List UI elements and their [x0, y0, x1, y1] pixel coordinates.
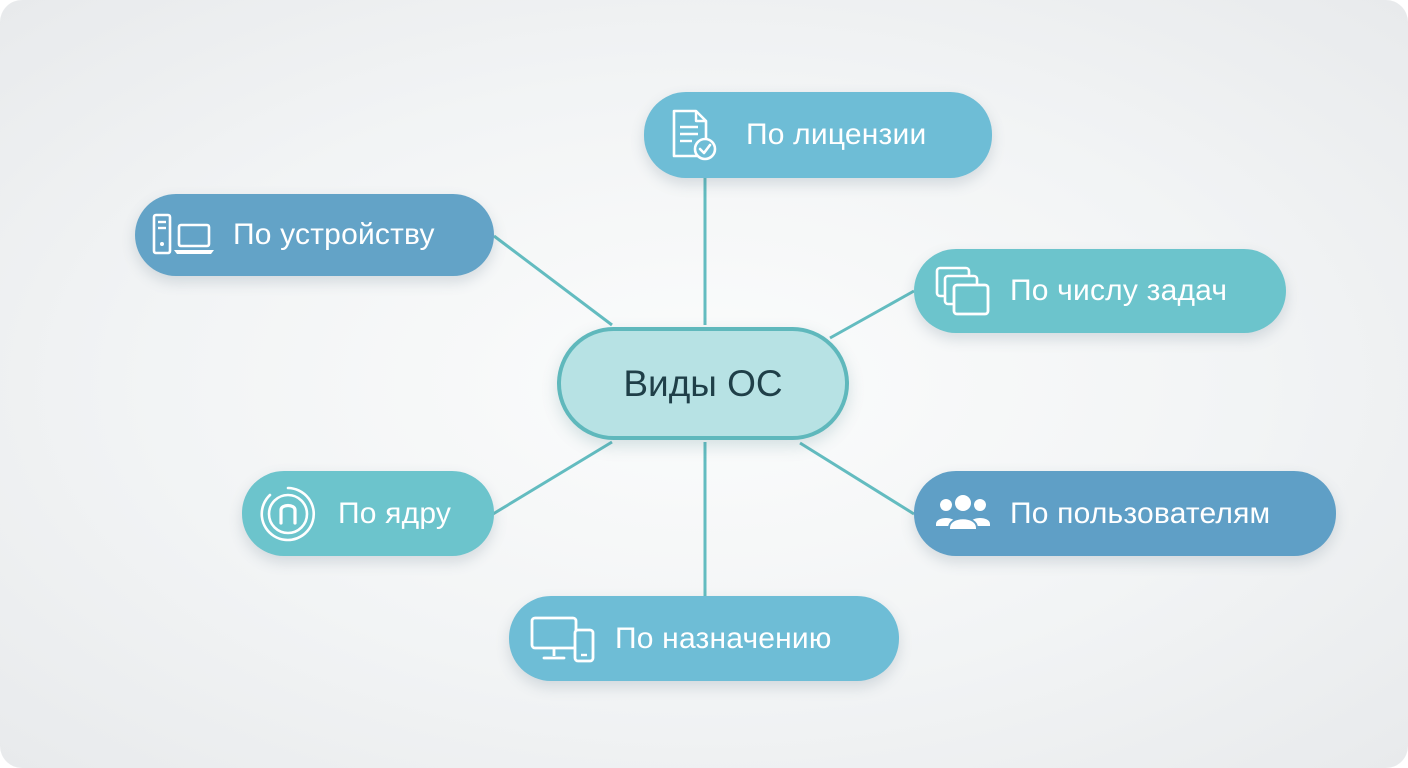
monitor-phone-icon: [529, 614, 597, 664]
center-node: Виды ОС: [557, 327, 849, 440]
node-users: По пользователям: [914, 471, 1336, 556]
users-group-icon: [934, 494, 992, 534]
node-license: По лицензии: [644, 92, 992, 178]
certified-document-icon: [668, 108, 718, 162]
center-node-label: Виды ОС: [623, 362, 783, 404]
node-kernel-label: По ядру: [338, 496, 452, 530]
node-tasks-label: По числу задач: [1010, 274, 1228, 307]
node-purpose: По назначению: [509, 596, 899, 681]
connector-users: [799, 441, 915, 516]
connector-tasks: [829, 289, 915, 340]
node-device: По устройству: [135, 194, 494, 276]
node-license-label: По лицензии: [746, 118, 927, 151]
node-purpose-label: По назначению: [615, 621, 832, 655]
stacked-windows-icon: [934, 265, 992, 317]
connector-kernel: [492, 440, 613, 516]
node-tasks: По числу задач: [914, 249, 1286, 333]
node-device-label: По устройству: [233, 218, 435, 251]
server-laptop-icon: [151, 213, 215, 257]
node-users-label: По пользователям: [1010, 496, 1271, 530]
connector-device: [493, 234, 613, 327]
kernel-circle-icon: [258, 484, 318, 544]
node-kernel: По ядру: [242, 471, 494, 556]
